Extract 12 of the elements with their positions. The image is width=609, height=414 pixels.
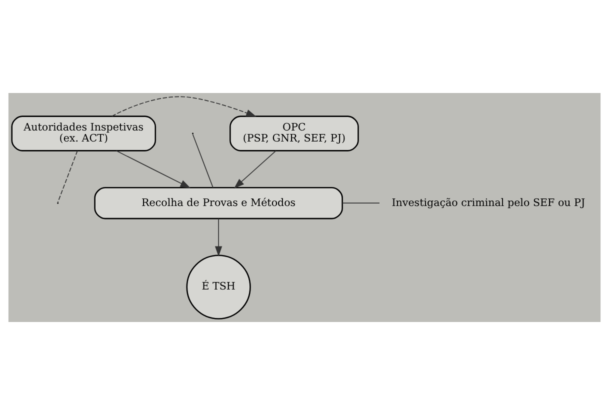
node-box: OPC (PSP, GNR, SEF, PJ) bbox=[230, 115, 359, 151]
connector bbox=[342, 202, 380, 204]
node-box: Recolha de Provas e Métodos bbox=[94, 186, 343, 219]
node-text: Investigação criminal pelo SEF ou PJ bbox=[392, 196, 586, 208]
arrow bbox=[116, 150, 191, 188]
node-box: Autoridades Inspetivas (ex. ACT) bbox=[11, 115, 156, 151]
arrow bbox=[111, 96, 256, 116]
node-circle: É TSH bbox=[186, 254, 251, 319]
connector bbox=[192, 133, 214, 188]
arrow bbox=[214, 218, 222, 256]
arrow bbox=[234, 150, 276, 188]
connector bbox=[57, 150, 78, 202]
